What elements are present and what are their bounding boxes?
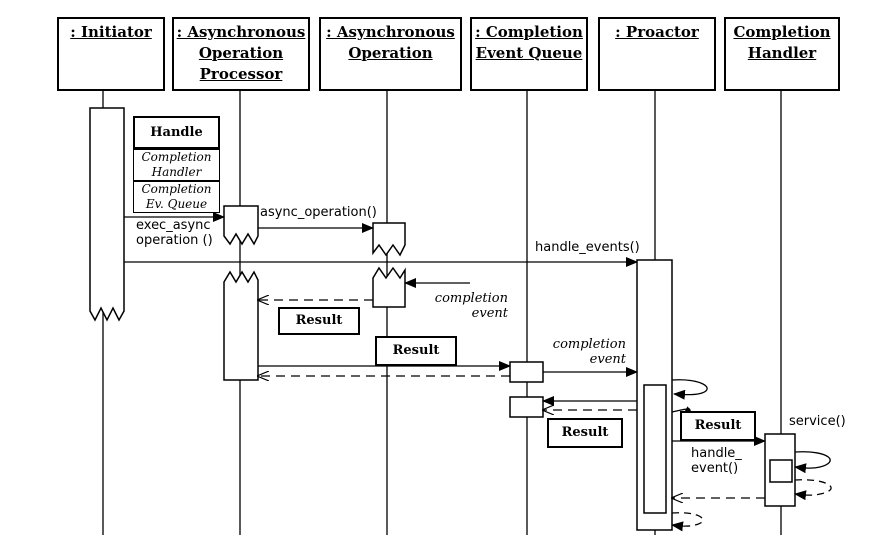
result-box-2: Result (375, 336, 457, 366)
label-completion-event-2: completion event (552, 337, 626, 367)
label-completion-event-1: completion event (434, 291, 508, 321)
activation-ceq-1 (509, 361, 544, 383)
result-box-3: Result (547, 418, 623, 448)
activation-aop-2 (223, 270, 259, 381)
self-call-handler-1 (794, 451, 831, 474)
handle-token: Handle (133, 116, 220, 149)
participant-completion-handler: Completion Handler (724, 17, 840, 91)
label-exec-async: exec_async operation () (136, 218, 213, 248)
label-async-operation: async_operation() (260, 205, 377, 220)
result-box-4: Result (680, 411, 756, 441)
label-handle-events: handle_events() (535, 240, 640, 255)
participant-proactor: : Proactor (598, 17, 716, 91)
result-box-1: Result (278, 307, 360, 335)
activation-ceq-2 (509, 396, 544, 418)
self-call-handler-2 (794, 479, 832, 501)
activation-ao-1 (372, 222, 406, 257)
activation-ao-2 (372, 266, 406, 308)
completion-handler-token: Completion Handler (133, 149, 220, 181)
label-handle-event: handle_ event() (691, 446, 742, 476)
label-service: service() (789, 414, 846, 429)
self-call-proactor-1 (671, 379, 708, 400)
participant-completion-event-queue: : Completion Event Queue (470, 17, 588, 91)
activation-handler-nested (769, 459, 793, 483)
self-call-proactor-3 (671, 512, 704, 532)
activation-initiator (89, 107, 125, 322)
participant-async-operation: : Asynchronous Operation (319, 17, 462, 91)
activation-proactor-nested (643, 384, 667, 514)
participant-async-operation-processor: : Asynchronous Operation Processor (172, 17, 310, 91)
participant-initiator: : Initiator (57, 17, 165, 91)
completion-queue-token: Completion Ev. Queue (133, 181, 220, 213)
activation-aop-1 (223, 205, 259, 246)
